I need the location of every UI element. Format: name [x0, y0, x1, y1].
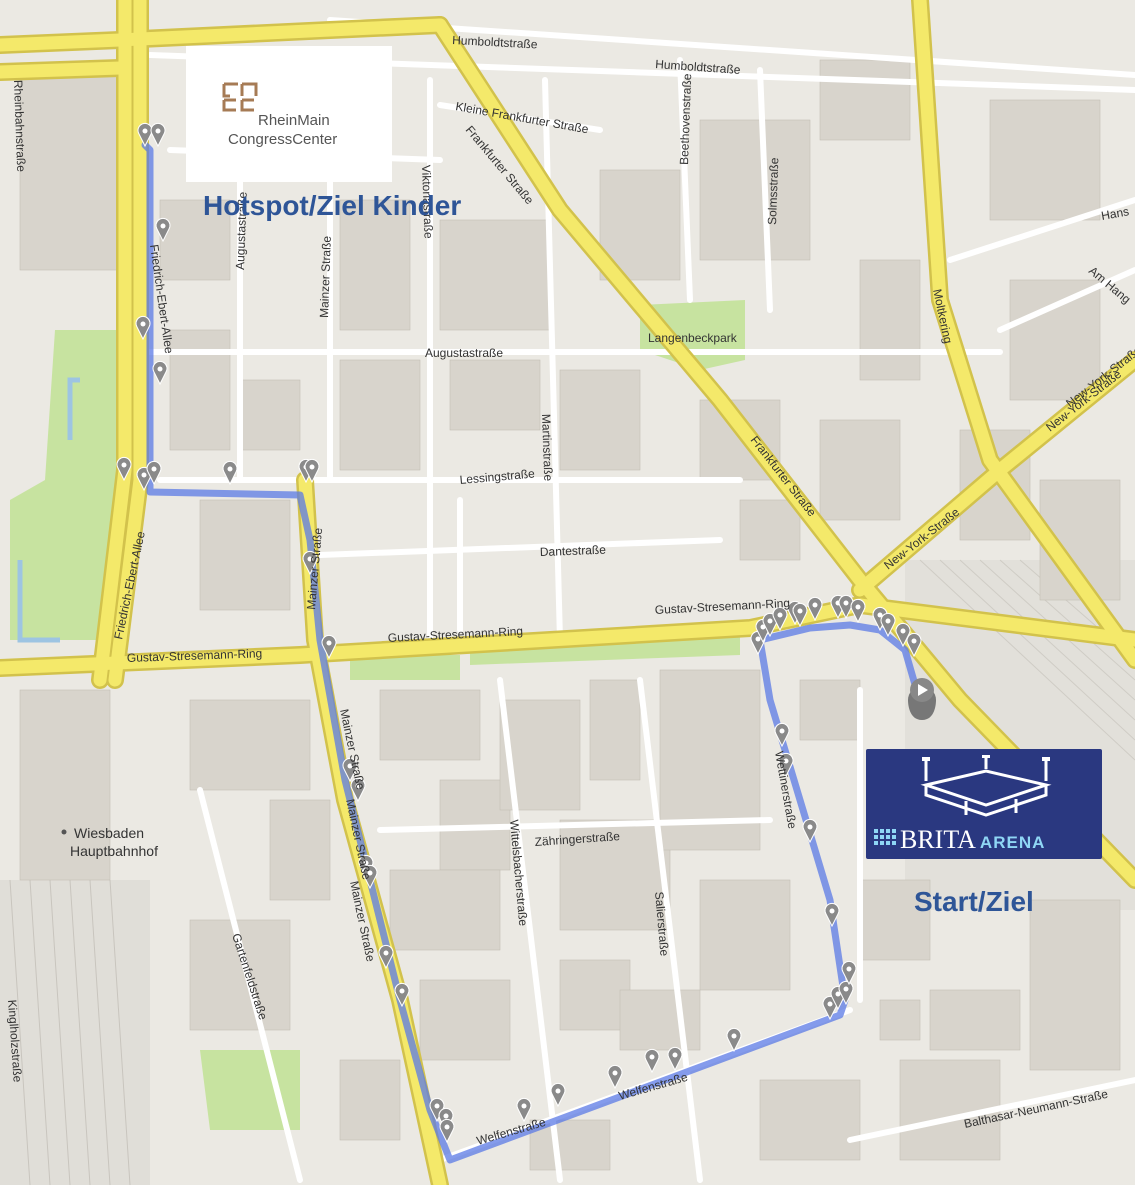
start-marker[interactable] [908, 678, 936, 720]
rheinmain-congresscenter-logo: RheinMain CongressCenter [186, 46, 392, 182]
route-marker-icon[interactable] [150, 122, 166, 148]
park-label: Langenbeckpark [648, 331, 738, 345]
route-markers [116, 122, 922, 1144]
street-label: Lessingstraße [459, 466, 536, 487]
hotspot-label: Hotspot/Ziel Kinder [203, 190, 462, 221]
route-marker-icon[interactable] [774, 722, 790, 748]
street-label: Augustastraße [233, 191, 250, 270]
brita-name: BRITA [900, 825, 976, 854]
route-marker-icon[interactable] [726, 1027, 742, 1053]
street-label: Gustav-Stresemann-Ring [127, 646, 263, 665]
rmcc-name-line1: RheinMain [258, 112, 330, 129]
route-marker-icon[interactable] [880, 612, 896, 638]
route-marker-icon[interactable] [772, 606, 788, 632]
brita-grid-icon [874, 829, 896, 845]
route-marker-icon[interactable] [222, 460, 238, 486]
route-marker-icon[interactable] [824, 902, 840, 928]
street-label: Zähringerstraße [534, 829, 620, 849]
route-marker-icon[interactable] [429, 1097, 445, 1123]
street-label: Humboldtstraße [452, 33, 538, 51]
street-label: Viktoriastraße [419, 165, 436, 240]
start-finish-label: Start/Ziel [914, 886, 1034, 917]
route-marker-icon[interactable] [850, 598, 866, 624]
route-marker-icon[interactable] [304, 458, 320, 484]
route-marker-icon[interactable] [350, 777, 366, 803]
route-marker-icon[interactable] [116, 456, 132, 482]
street-label: Dantestraße [540, 543, 607, 559]
route-marker-icon[interactable] [152, 360, 168, 386]
route-marker-icon[interactable] [362, 864, 378, 890]
route-marker-icon[interactable] [802, 818, 818, 844]
buildings [19, 59, 1121, 1171]
street-label: Solmsstraße [765, 157, 781, 225]
street-label: Humboldtstraße [655, 57, 741, 77]
route-marker-icon[interactable] [516, 1097, 532, 1123]
race-route [141, 141, 922, 1164]
route-marker-icon[interactable] [807, 596, 823, 622]
route-marker-icon[interactable] [792, 602, 808, 628]
rmcc-logo-icon [222, 82, 258, 112]
parks [10, 300, 745, 1130]
route-marker-icon[interactable] [895, 622, 911, 648]
station-dot [61, 829, 67, 835]
route-marker-icon[interactable] [135, 315, 151, 341]
route-marker-icon[interactable] [146, 460, 162, 486]
route-marker-icon[interactable] [378, 944, 394, 970]
route-marker-icon[interactable] [342, 757, 358, 783]
street-label: Rheinbahnstraße [11, 80, 28, 173]
route-marker-icon[interactable] [155, 217, 171, 243]
route-marker-icon[interactable] [607, 1064, 623, 1090]
route-marker-icon[interactable] [838, 594, 854, 620]
street-label: Augustastraße [425, 346, 503, 360]
street-label: Hans [1100, 204, 1130, 223]
station-label: Hauptbahnhof [70, 843, 158, 859]
route-marker-icon[interactable] [302, 550, 318, 576]
water [17, 377, 80, 643]
street-label: Martinstraße [539, 414, 555, 482]
rmcc-name-line2: CongressCenter [228, 131, 338, 148]
route-marker-icon[interactable] [838, 980, 854, 1006]
route-marker-icon[interactable] [667, 1046, 683, 1072]
route-marker-icon[interactable] [841, 960, 857, 986]
route-marker-icon[interactable] [644, 1048, 660, 1074]
street-label: Beethovenstraße [677, 73, 694, 165]
street-label: Kinglholzstraße [5, 999, 25, 1083]
route-marker-icon[interactable] [778, 752, 794, 778]
route-marker-icon[interactable] [439, 1118, 455, 1144]
route-marker-icon[interactable] [394, 982, 410, 1008]
stadium-icon [920, 755, 1052, 817]
route-marker-icon[interactable] [321, 634, 337, 660]
brita-arena-text: ARENA [979, 833, 1046, 852]
street-label: Mainzer Straße [317, 235, 334, 318]
place-labels: Langenbeckpark Wiesbaden Hauptbahnhof [61, 331, 738, 859]
route-marker-icon[interactable] [550, 1082, 566, 1108]
station-label: Wiesbaden [74, 825, 144, 841]
route-marker-icon[interactable] [906, 632, 922, 658]
street-label: Salierstraße [652, 891, 672, 957]
